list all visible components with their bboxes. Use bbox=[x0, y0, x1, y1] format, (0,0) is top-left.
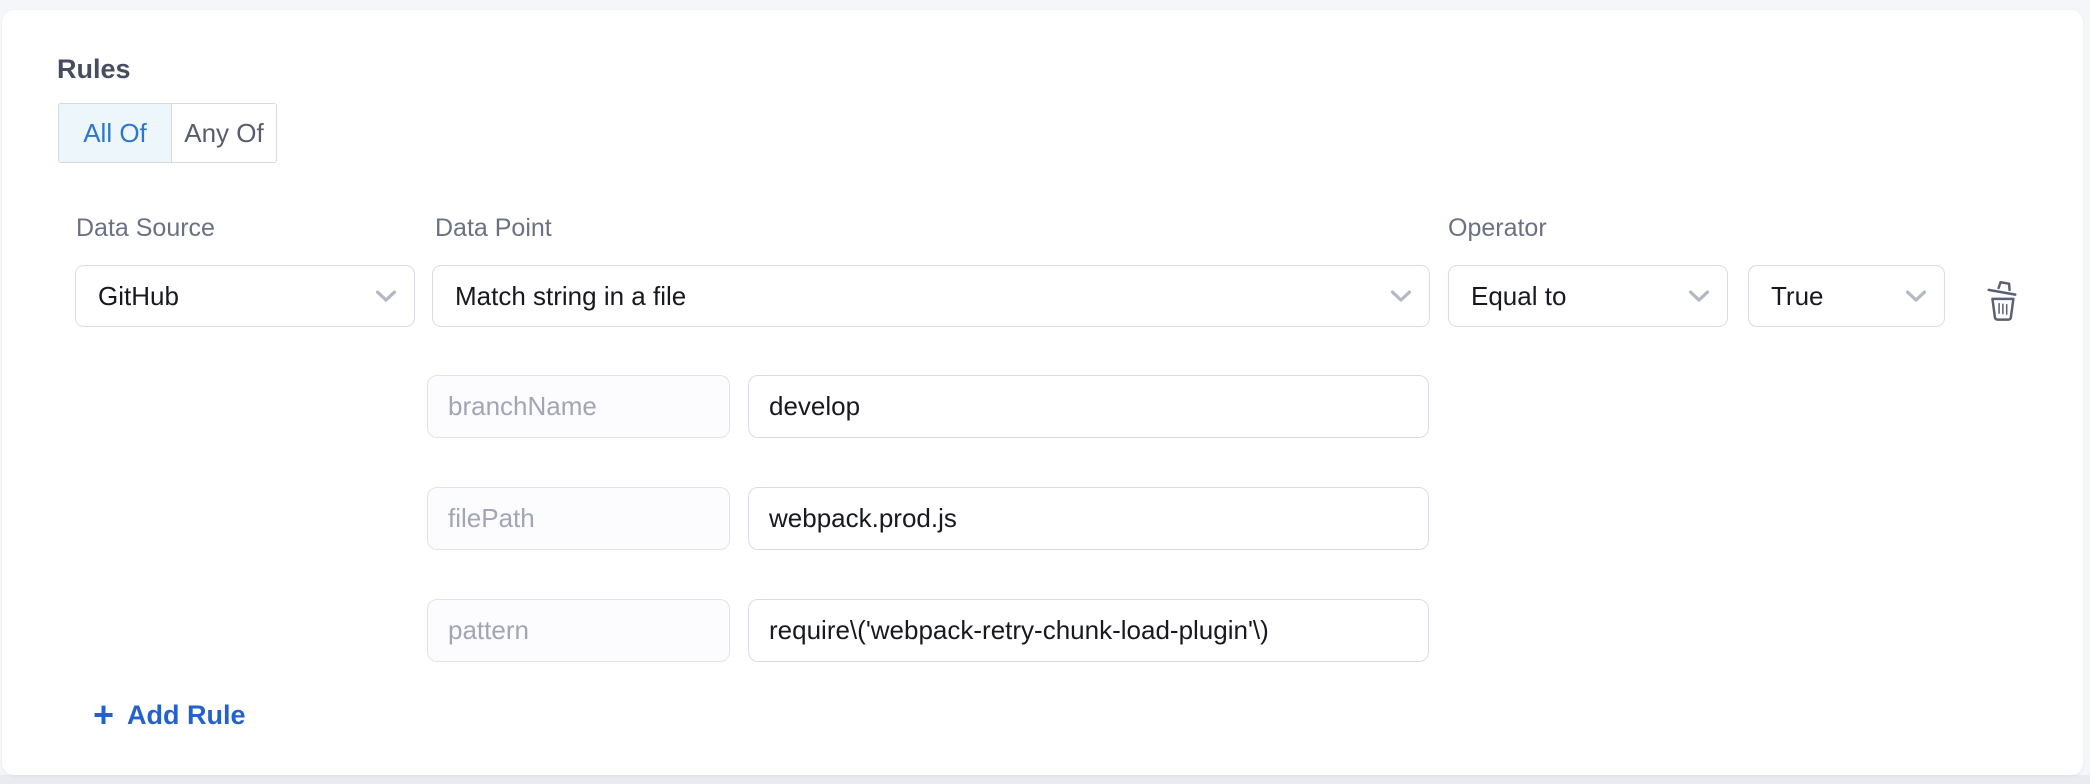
bottom-divider-strip bbox=[0, 775, 2090, 784]
toggle-option-all-of[interactable]: All Of bbox=[59, 104, 172, 162]
chevron-down-icon bbox=[375, 290, 397, 304]
data-source-label: Data Source bbox=[76, 214, 215, 242]
rules-section-title: Rules bbox=[57, 54, 131, 84]
data-source-select[interactable]: GitHub bbox=[75, 265, 415, 327]
operand-selected-value: True bbox=[1771, 280, 1824, 311]
match-type-toggle: All Of Any Of bbox=[58, 103, 277, 163]
param-value-input[interactable] bbox=[748, 375, 1429, 438]
param-key-input[interactable] bbox=[427, 375, 730, 438]
data-point-label: Data Point bbox=[435, 214, 552, 242]
add-rule-label: Add Rule bbox=[127, 700, 246, 730]
data-source-selected-value: GitHub bbox=[98, 280, 179, 311]
rules-card: Rules All Of Any Of Data Source Data Poi… bbox=[2, 10, 2083, 775]
data-point-selected-value: Match string in a file bbox=[455, 280, 687, 311]
param-value-input[interactable] bbox=[748, 487, 1429, 550]
param-value-input[interactable] bbox=[748, 599, 1429, 662]
toggle-option-any-of[interactable]: Any Of bbox=[172, 104, 276, 162]
operator-label: Operator bbox=[1448, 214, 1547, 242]
param-key-input[interactable] bbox=[427, 599, 730, 662]
chevron-down-icon bbox=[1905, 290, 1927, 304]
delete-rule-button[interactable] bbox=[1978, 271, 2024, 323]
operator-select[interactable]: Equal to bbox=[1448, 265, 1728, 327]
trash-icon bbox=[1982, 273, 2020, 321]
operand-select[interactable]: True bbox=[1748, 265, 1945, 327]
plus-icon: + bbox=[93, 694, 115, 735]
data-point-select[interactable]: Match string in a file bbox=[432, 265, 1430, 327]
add-rule-button[interactable]: + Add Rule bbox=[93, 695, 246, 735]
chevron-down-icon bbox=[1688, 290, 1710, 304]
param-key-input[interactable] bbox=[427, 487, 730, 550]
chevron-down-icon bbox=[1390, 290, 1412, 304]
operator-selected-value: Equal to bbox=[1471, 280, 1567, 311]
